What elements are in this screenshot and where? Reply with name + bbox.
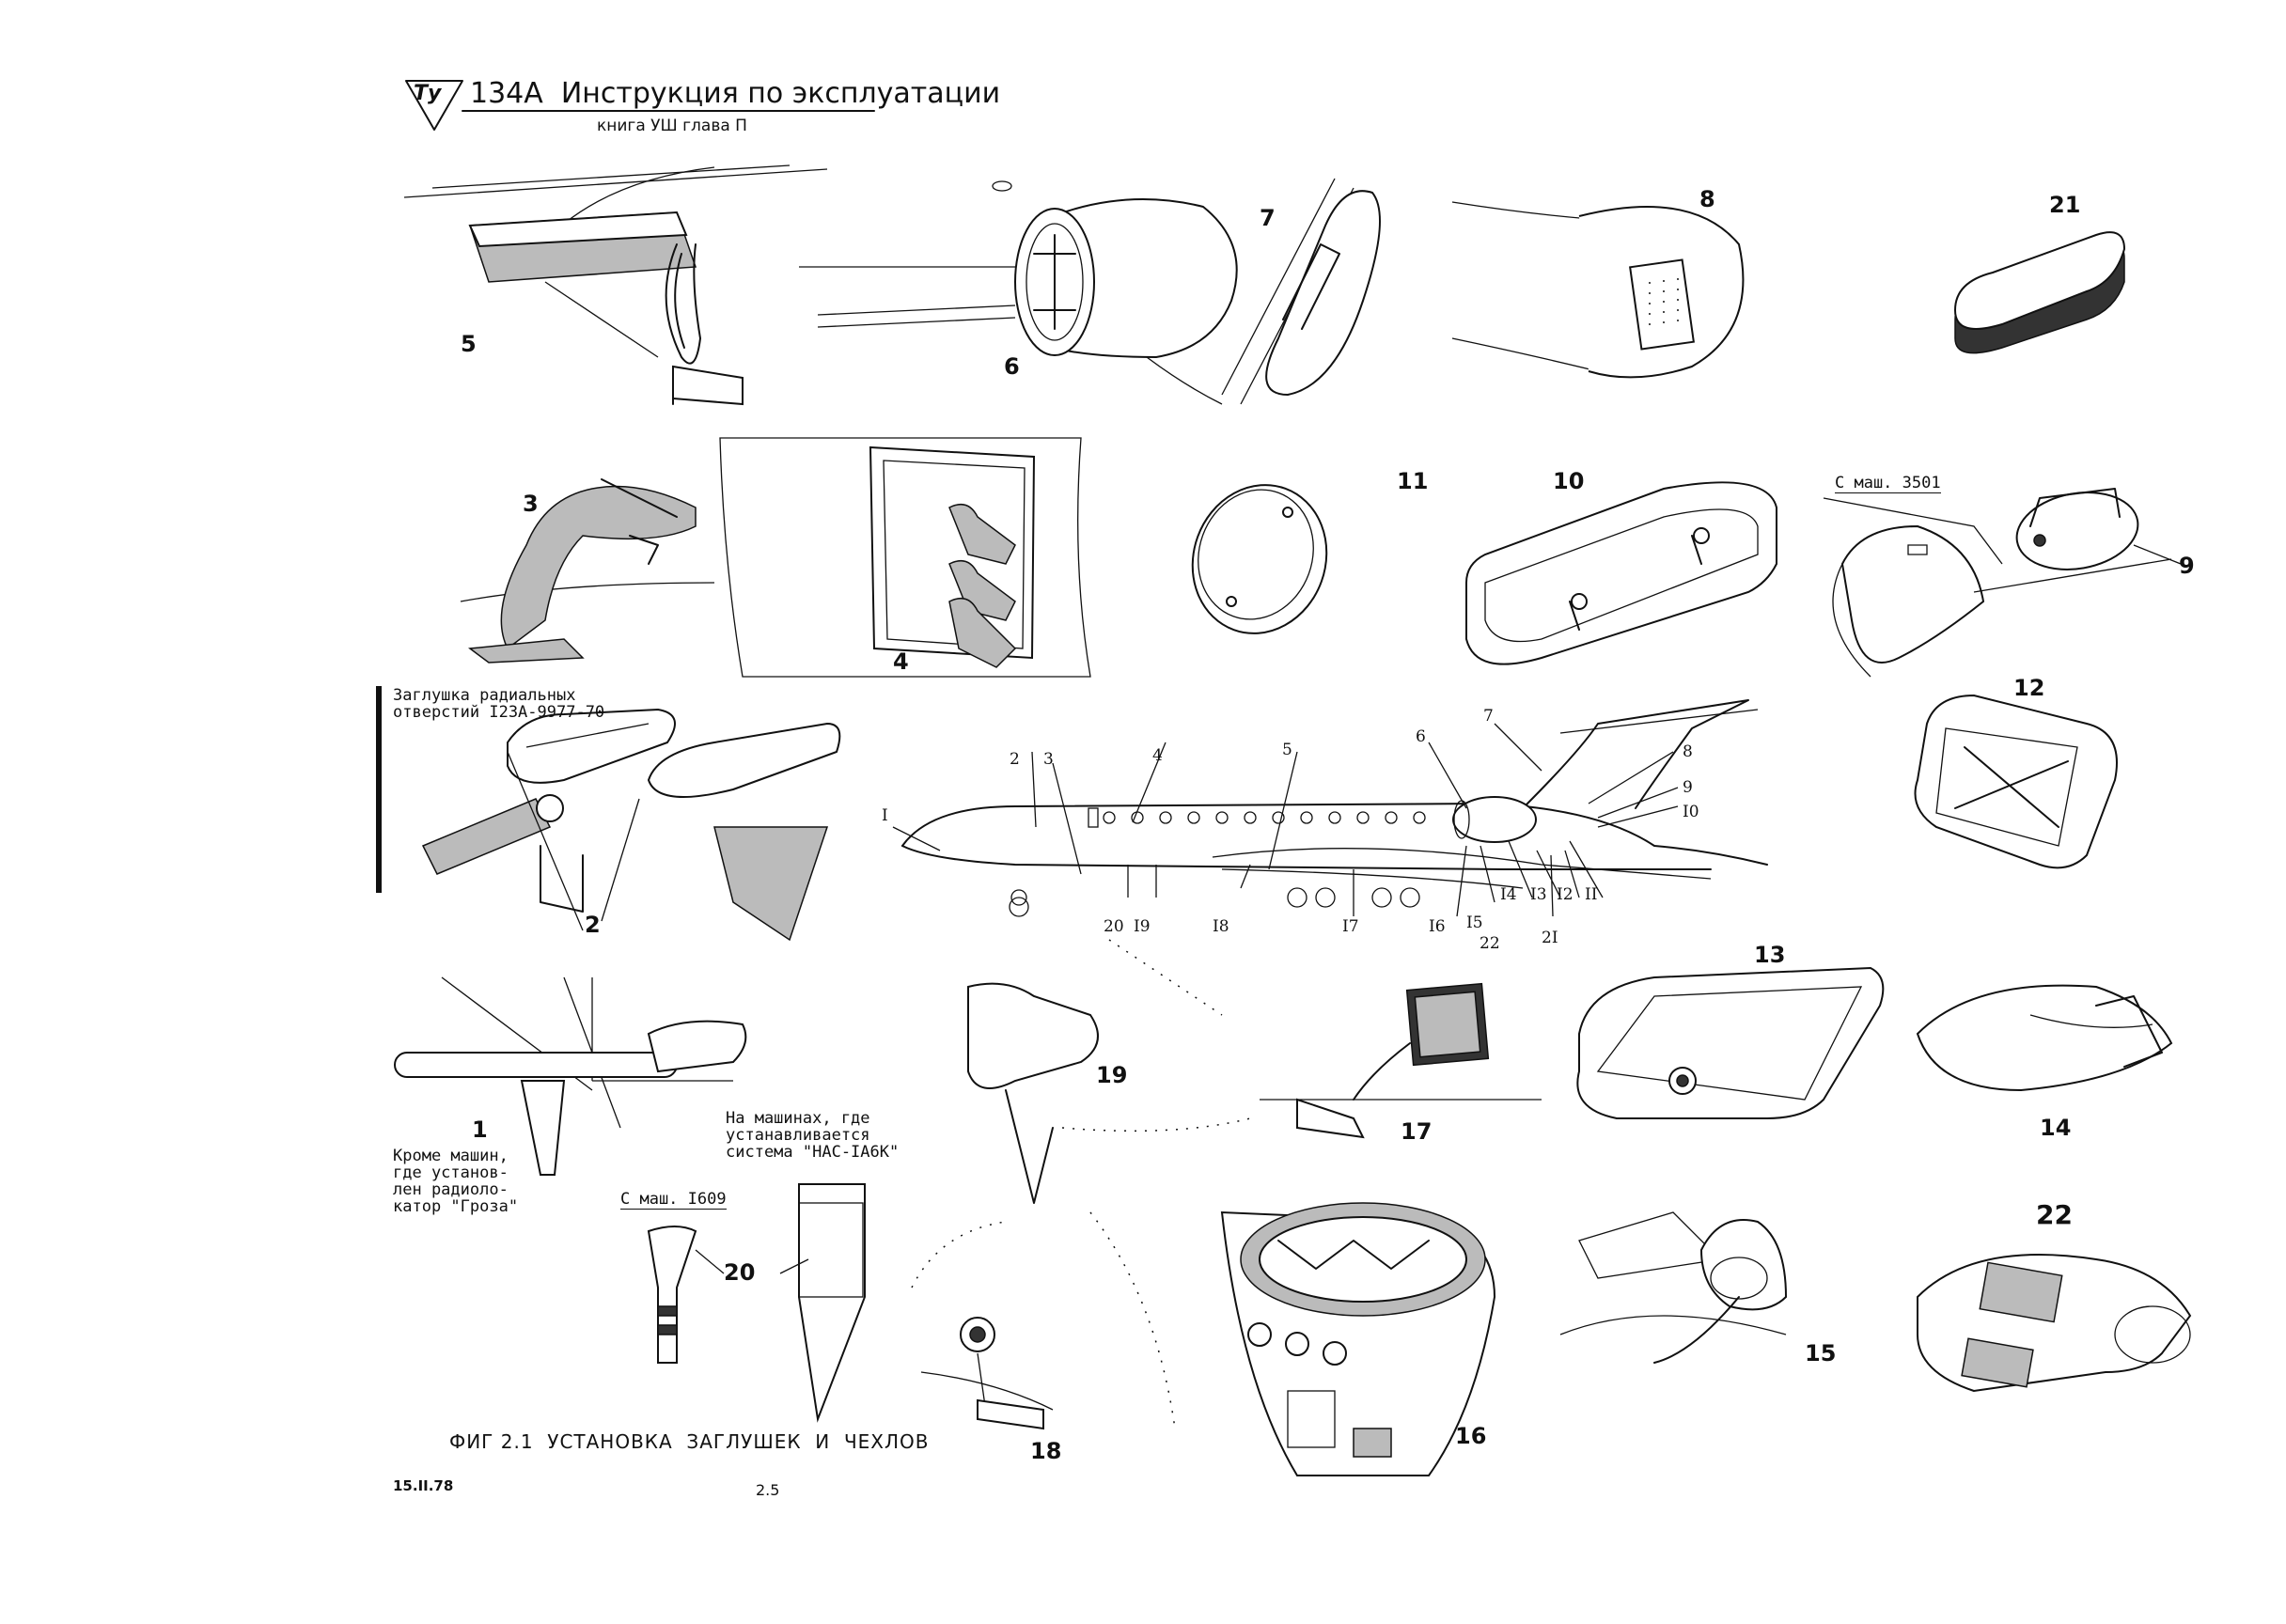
callout-2: 2: [1010, 750, 1020, 769]
item-number-18: 18: [1030, 1438, 1062, 1464]
callout-16: I6: [1429, 917, 1446, 936]
item-6-cover: [799, 180, 1238, 405]
item-number-11: 11: [1397, 468, 1429, 494]
callout-19: I9: [1134, 917, 1151, 936]
item-7-cover: [1221, 178, 1381, 405]
item-number-6: 6: [1004, 353, 1020, 380]
aircraft-side-view: [892, 699, 1768, 917]
item-number-19: 19: [1096, 1062, 1128, 1088]
item-number-5: 5: [461, 331, 477, 357]
annotation-where-system: На машинах, где устанавливается система …: [726, 1109, 900, 1162]
item-number-3: 3: [523, 491, 539, 517]
item-number-9: 9: [2179, 553, 2195, 579]
item-11-cap: [1191, 484, 1328, 634]
item-9-covers: [1823, 488, 2182, 678]
item-13-cover: [1576, 966, 1885, 1119]
callout-15: I5: [1466, 914, 1483, 932]
item-number-14: 14: [2040, 1115, 2072, 1141]
callout-9: 9: [1683, 778, 1693, 797]
tupolev-logo: [405, 80, 875, 131]
item-19-cover: [967, 939, 1251, 1204]
item-12-cover: [1914, 694, 2118, 869]
callout-13: I3: [1530, 885, 1547, 904]
item-4-panel: [719, 437, 1091, 678]
callout-5: 5: [1282, 741, 1292, 759]
item-22-cover: [1917, 1254, 2192, 1393]
annotation-except-aircraft: Кроме машин, где установ- лен радиоло- к…: [393, 1147, 519, 1216]
item-14-cover: [1916, 984, 2173, 1092]
callout-4: 4: [1152, 746, 1163, 765]
item-1-cover: [394, 976, 747, 1176]
item-number-21: 21: [2049, 192, 2081, 218]
document-title: 134А Инструкция по эксплуатации: [470, 77, 1001, 110]
callout-21: 2I: [1542, 929, 1558, 947]
annotation-from-aircraft-3501: С маш. 3501: [1835, 474, 1941, 493]
item-number-1: 1: [472, 1116, 488, 1143]
item-number-12: 12: [2013, 675, 2045, 701]
item-number-13: 13: [1754, 942, 1786, 968]
item-21-cover: [1953, 231, 2126, 354]
footer-date: 15.II.78: [393, 1477, 454, 1494]
item-8-cover: [1451, 201, 1745, 379]
item-18-cover: [911, 1211, 1176, 1430]
callout-10: I0: [1683, 803, 1699, 821]
item-3-cover: [460, 478, 715, 664]
item-number-8: 8: [1699, 186, 1715, 212]
callout-11: II: [1585, 885, 1598, 904]
item-number-17: 17: [1401, 1118, 1433, 1145]
callout-8: 8: [1683, 742, 1693, 761]
logo-text: Ту: [414, 82, 442, 105]
item-number-10: 10: [1553, 468, 1585, 494]
item-5-cover: [403, 164, 828, 406]
item-16-cover: [1220, 1202, 1496, 1476]
item-17-cover: [1260, 982, 1542, 1139]
callout-22: 22: [1480, 934, 1500, 953]
item-2-covers: [376, 686, 841, 942]
callout-7: 7: [1483, 707, 1494, 726]
callout-17: I7: [1342, 917, 1359, 936]
callout-14: I4: [1500, 885, 1517, 904]
item-number-7: 7: [1260, 205, 1276, 231]
callout-3: 3: [1043, 750, 1054, 769]
item-15-cover: [1559, 1211, 1788, 1364]
callout-6: 6: [1416, 727, 1426, 746]
annotation-plug-radial: Заглушка радиальных отверстий I23А-9977-…: [393, 686, 605, 722]
callout-20: 20: [1104, 917, 1124, 936]
item-number-20: 20: [724, 1259, 756, 1286]
item-number-15: 15: [1805, 1340, 1837, 1366]
item-number-4: 4: [893, 648, 909, 675]
item-number-16: 16: [1455, 1423, 1487, 1449]
callout-18: I8: [1213, 917, 1229, 936]
footer-page: 2.5: [756, 1481, 780, 1499]
annotation-from-aircraft-1609: С маш. I609: [620, 1190, 727, 1210]
item-20-covers: [647, 1183, 866, 1423]
callout-12: I2: [1557, 885, 1574, 904]
document-subtitle: книга УШ глава П: [597, 117, 747, 135]
figure-caption: ФИГ 2.1 УСТАНОВКА ЗАГЛУШЕК И ЧЕХЛОВ: [449, 1430, 930, 1453]
item-10-cover: [1465, 481, 1777, 665]
callout-1: I: [882, 806, 888, 825]
item-number-22: 22: [2036, 1199, 2073, 1230]
item-number-2: 2: [585, 912, 601, 938]
